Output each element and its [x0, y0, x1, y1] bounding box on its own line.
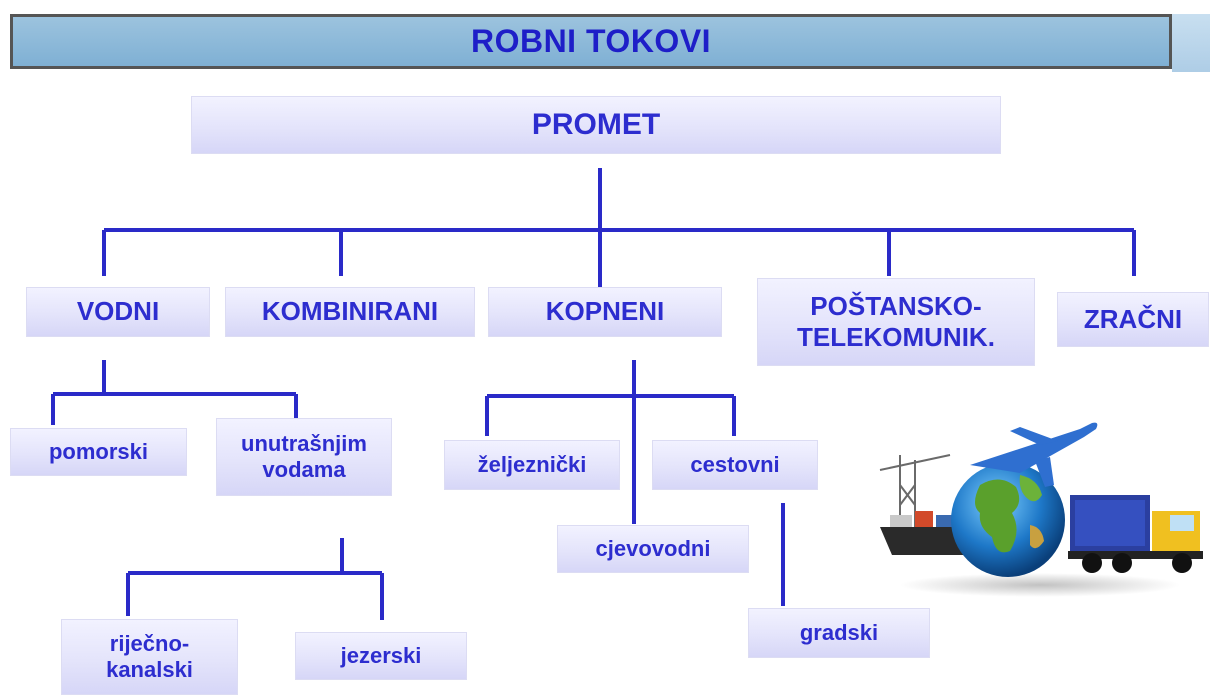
node-rijecno-kanalski: riječno- kanalski [61, 619, 238, 695]
transport-illustration [879, 422, 1203, 597]
node-kombinirani: KOMBINIRANI [225, 287, 475, 337]
airplane-icon [970, 422, 1098, 487]
node-kopneni: KOPNENI [488, 287, 722, 337]
node-zracni: ZRAČNI [1057, 292, 1209, 347]
banner-edge-decoration [1172, 14, 1210, 72]
page-title: ROBNI TOKOVI [470, 23, 712, 59]
node-unutrasnjim-vodama: unutrašnjim vodama [216, 418, 392, 496]
truck-icon [1068, 495, 1203, 573]
node-cjevovodni: cjevovodni [557, 525, 749, 573]
node-jezerski: jezerski [295, 632, 467, 680]
node-postansko: POŠTANSKO- TELEKOMUNIK. [757, 278, 1035, 366]
node-vodni: VODNI [26, 287, 210, 337]
globe-icon [951, 463, 1065, 577]
node-pomorski: pomorski [10, 428, 187, 476]
node-cestovni: cestovni [652, 440, 818, 490]
node-gradski: gradski [748, 608, 930, 658]
title-banner: ROBNI TOKOVI [10, 14, 1172, 69]
node-zeljeznicki: željeznički [444, 440, 620, 490]
node-promet: PROMET [191, 96, 1001, 154]
